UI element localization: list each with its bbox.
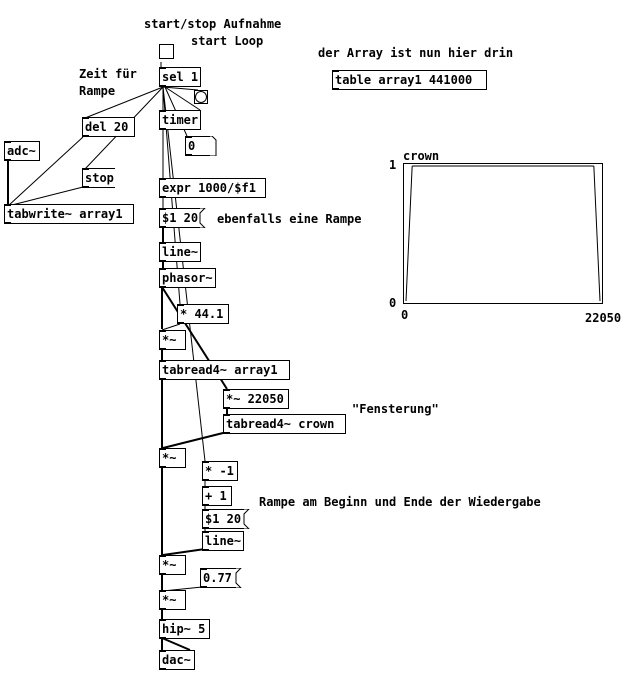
comment-rampe-beginn: Rampe am Beginn und Ende der Wiedergabe	[259, 495, 541, 509]
hip-object[interactable]: hip~ 5	[159, 619, 210, 639]
message-flag-icon	[199, 208, 206, 228]
line-object-1[interactable]: line~	[159, 242, 201, 262]
comment-array-hint: der Array ist nun hier drin	[318, 46, 514, 60]
sig-mul-c[interactable]: *~	[159, 555, 186, 575]
timer-object[interactable]: timer	[159, 110, 201, 130]
crown-array-plot	[405, 165, 601, 302]
comment-zeit-fur: Zeit für	[79, 67, 137, 81]
signal-cord	[162, 431, 228, 449]
timer-number-box[interactable]: 0	[185, 136, 217, 156]
graph-y-top-label: 1	[389, 158, 397, 172]
comment-ebenfalls: ebenfalls eine Rampe	[217, 212, 362, 226]
message-flag-icon	[235, 568, 242, 588]
comment-start-loop: start Loop	[191, 34, 264, 48]
cord	[162, 86, 199, 91]
sig-mul-d[interactable]: *~	[159, 590, 186, 610]
tabread-array-object[interactable]: tabread4~ array1	[159, 360, 290, 380]
sig-mul-b[interactable]: *~	[159, 448, 186, 468]
crown-curve-segment	[593, 165, 601, 302]
comment-fensterung: "Fensterung"	[352, 402, 439, 416]
tabwrite-object[interactable]: tabwrite~ array1	[4, 204, 134, 224]
gain-message[interactable]: 0.77	[200, 568, 242, 588]
sig-mul-a[interactable]: *~	[159, 330, 186, 350]
graph-title: crown	[403, 149, 440, 163]
mul-neg1-object[interactable]: * -1	[202, 461, 238, 481]
ramp-message-1[interactable]: $1 20	[159, 208, 206, 228]
graph-x-left-label: 0	[401, 308, 409, 322]
start-stop-toggle[interactable]	[159, 44, 174, 59]
sel-object[interactable]: sel 1	[159, 67, 201, 87]
loop-bang[interactable]	[194, 90, 208, 104]
gain-message-label: 0.77	[203, 571, 232, 585]
ramp-message-1-label: $1 20	[162, 211, 199, 225]
mul-44-object[interactable]: * 44.1	[177, 304, 229, 324]
comment-start-stop: start/stop Aufnahme	[144, 17, 282, 31]
dac-object[interactable]: dac~	[159, 650, 195, 670]
stop-message[interactable]: stop	[82, 168, 115, 188]
message-flag-icon	[243, 509, 250, 529]
sig-mul-22050[interactable]: *~ 22050	[223, 389, 289, 409]
ramp-message-2[interactable]: $1 20	[202, 509, 250, 529]
phasor-object[interactable]: phasor~	[159, 268, 216, 288]
ramp-message-2-label: $1 20	[205, 512, 242, 526]
numbox-notch-icon	[209, 136, 217, 156]
timer-number-value: 0	[188, 139, 196, 153]
bang-circle-icon	[195, 91, 207, 103]
del-object[interactable]: del 20	[82, 117, 135, 137]
plus-1-object[interactable]: + 1	[202, 486, 232, 506]
crown-array-graph[interactable]	[403, 163, 603, 304]
table-object[interactable]: table array1 441000	[332, 70, 487, 90]
graph-x-right-label: 22050	[585, 311, 622, 325]
signal-cord	[161, 637, 191, 651]
comment-rampe: Rampe	[79, 84, 116, 98]
tabread-crown-object[interactable]: tabread4~ crown	[223, 414, 346, 434]
expr-object[interactable]: expr 1000/$f1	[159, 178, 266, 198]
line-object-2[interactable]: line~	[202, 531, 244, 551]
crown-curve-segment	[405, 165, 413, 302]
adc-object[interactable]: adc~	[4, 141, 40, 161]
stop-message-label: stop	[85, 171, 114, 185]
graph-y-bottom-label: 0	[389, 296, 397, 310]
